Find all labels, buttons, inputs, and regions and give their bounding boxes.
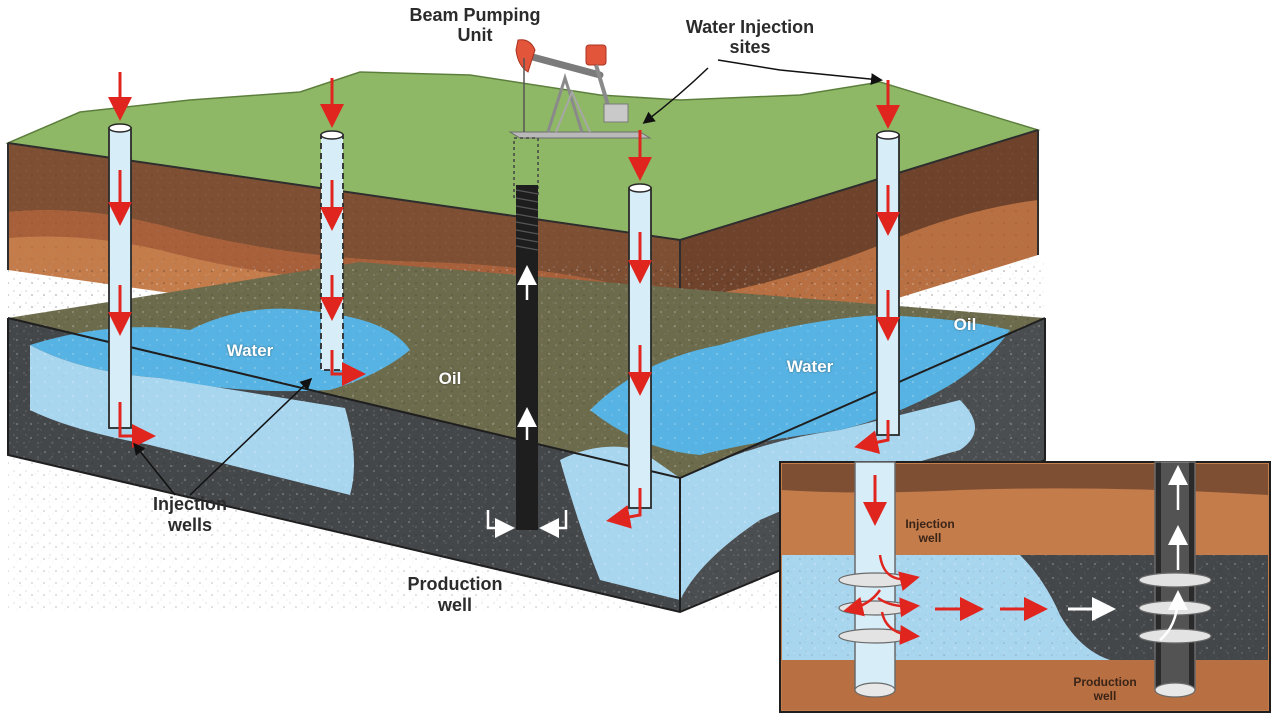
injection-wells-line2: wells <box>167 515 213 535</box>
injection-well-4 <box>854 80 900 454</box>
inset-injection-well-line1: Injection <box>905 517 955 531</box>
inset-soil-dark <box>782 464 1268 495</box>
production-well-label: Production well <box>380 575 530 614</box>
beam-pumping-unit <box>508 39 652 139</box>
inset-injection-well-label: Injection well <box>895 518 965 544</box>
oil-label-center: Oil <box>438 369 462 388</box>
inset-production-well-line1: Production <box>1073 675 1137 689</box>
inset-production-well-line2: well <box>1093 689 1117 703</box>
reservoir-outline <box>7 318 1046 614</box>
injection-well-1 <box>108 72 156 448</box>
beam-pumping-unit-line1: Beam Pumping <box>409 5 541 25</box>
production-well-line2: well <box>437 595 472 615</box>
water-injection-sites-line1: Water Injection <box>685 17 815 37</box>
inset-soil-bottom <box>782 660 1268 710</box>
oil-label-right: Oil <box>953 315 977 334</box>
injection-wells-line1: Injection <box>152 494 227 514</box>
injection-well-2 <box>320 78 366 386</box>
inset-production-well-label: Production well <box>1055 676 1155 702</box>
production-well <box>486 137 568 538</box>
water-injection-sites-label: Water Injection sites <box>650 18 850 56</box>
callout-lines <box>133 59 883 496</box>
beam-pumping-unit-line2: Unit <box>457 25 493 45</box>
water-label-right: Water <box>786 357 834 376</box>
water-label-left: Water <box>226 341 274 360</box>
production-well-line1: Production <box>407 574 503 594</box>
beam-pumping-unit-label: Beam Pumping Unit <box>380 6 570 44</box>
injection-well-3 <box>606 130 652 529</box>
inset-detail <box>779 461 1271 713</box>
water-injection-sites-line2: sites <box>729 37 771 57</box>
injection-wells-label: Injection wells <box>120 495 260 534</box>
inset-injection-well-line2: well <box>918 531 942 545</box>
